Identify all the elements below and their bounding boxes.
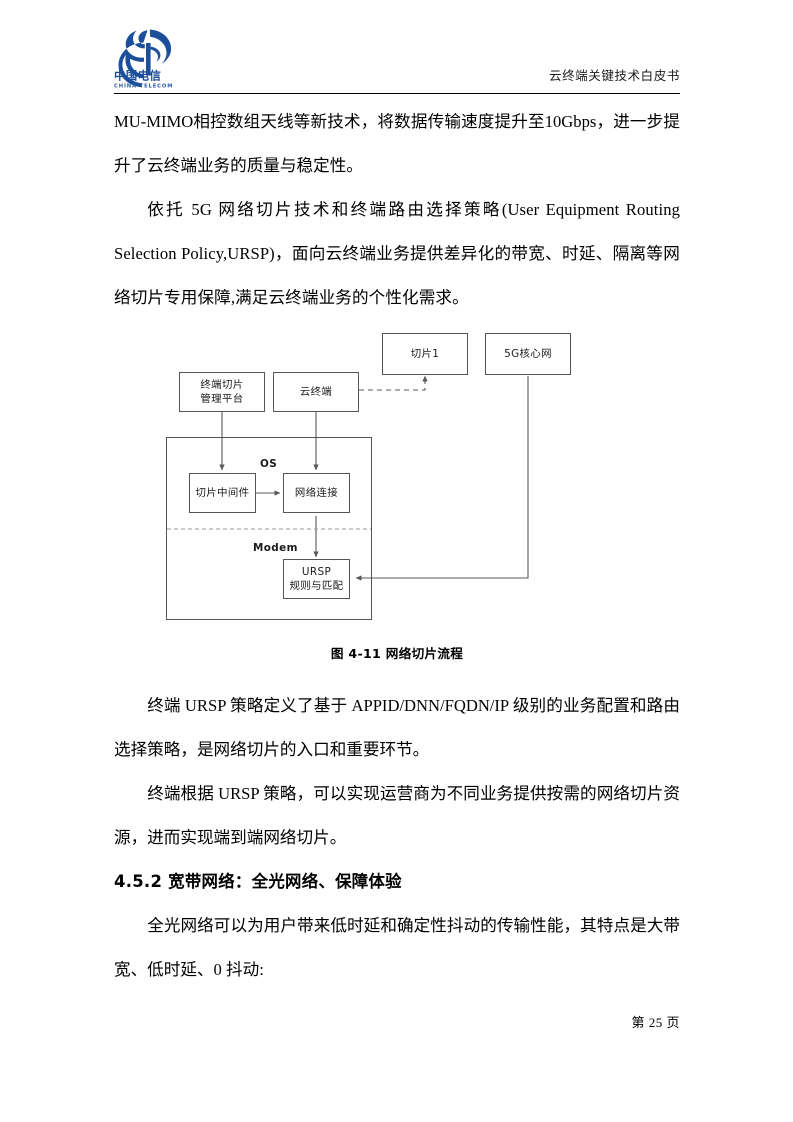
page-content: MU-MIMO相控数组天线等新技术，将数据传输速度提升至10Gbps，进一步提升… [114,100,680,320]
china-telecom-logo: 中国电信 CHINA TELECOM [114,28,190,90]
paragraph-2: 依托 5G 网络切片技术和终端路由选择策略(User Equipment Rou… [114,200,680,307]
node-ursp-rules: URSP 规则与匹配 [283,559,350,599]
svg-text:CHINA TELECOM: CHINA TELECOM [114,84,173,90]
node-terminal-slice-platform: 终端切片 管理平台 [179,372,265,412]
node-ursp-line1: URSP [301,565,332,578]
node-slice-middleware: 切片中间件 [189,473,256,513]
node-slice-middleware-label: 切片中间件 [195,486,250,499]
header-document-title: 云终端关键技术白皮书 [548,69,680,83]
svg-text:中国电信: 中国电信 [114,69,161,83]
section-heading-4-5-2: 4.5.2 宽带网络：全光网络、保障体验 [114,872,402,891]
node-cloud-terminal: 云终端 [273,372,359,412]
diagram-connectors: 切片1 --> [167,375,529,581]
node-cloud-terminal-label: 云终端 [299,385,333,398]
edge-cloudterminal-to-slice1 [359,375,428,391]
paragraph-1: MU-MIMO相控数组天线等新技术，将数据传输速度提升至10Gbps，进一步提升… [114,112,680,175]
paragraph-4: 终端根据 URSP 策略，可以实现运营商为不同业务提供按需的网络切片资源，进而实… [114,784,680,847]
label-os: OS [260,458,278,470]
node-network-connection: 网络连接 [283,473,350,513]
edge-core5g-to-ursp [355,376,529,581]
node-slice1: 切片1 [382,333,468,375]
page-content-lower: 终端 URSP 策略定义了基于 APPID/DNN/FQDN/IP 级别的业务配… [114,684,680,992]
network-slicing-diagram: 切片1 --> 切片1 5G核心网 终端切片 管理平台 [114,318,680,636]
paragraph-3: 终端 URSP 策略定义了基于 APPID/DNN/FQDN/IP 级别的业务配… [114,696,680,759]
figure-4-11: 切片1 --> 切片1 5G核心网 终端切片 管理平台 [114,318,680,678]
china-telecom-logo-icon: 中国电信 CHINA TELECOM [114,29,173,90]
device-container-box [166,437,372,620]
node-terminal-slice-platform-line1: 终端切片 [200,378,244,391]
node-network-connection-label: 网络连接 [294,486,339,499]
label-modem: Modem [253,542,298,554]
node-ursp-line2: 规则与匹配 [289,580,344,592]
paragraph-5: 全光网络可以为用户带来低时延和确定性抖动的传输性能，其特点是大带宽、低时延、0 … [114,916,680,979]
node-5g-core-network: 5G核心网 [485,333,571,375]
node-5g-core-network-label: 5G核心网 [504,347,552,360]
node-terminal-slice-platform-line2: 管理平台 [200,393,244,405]
header-divider [114,93,680,94]
node-slice1-label: 切片1 [410,347,440,360]
page-header: 中国电信 CHINA TELECOM 云终端关键技术白皮书 [114,28,680,94]
figure-caption: 图 4-11 网络切片流程 [330,646,464,661]
page-footer: 第 25 页 [631,1015,680,1030]
